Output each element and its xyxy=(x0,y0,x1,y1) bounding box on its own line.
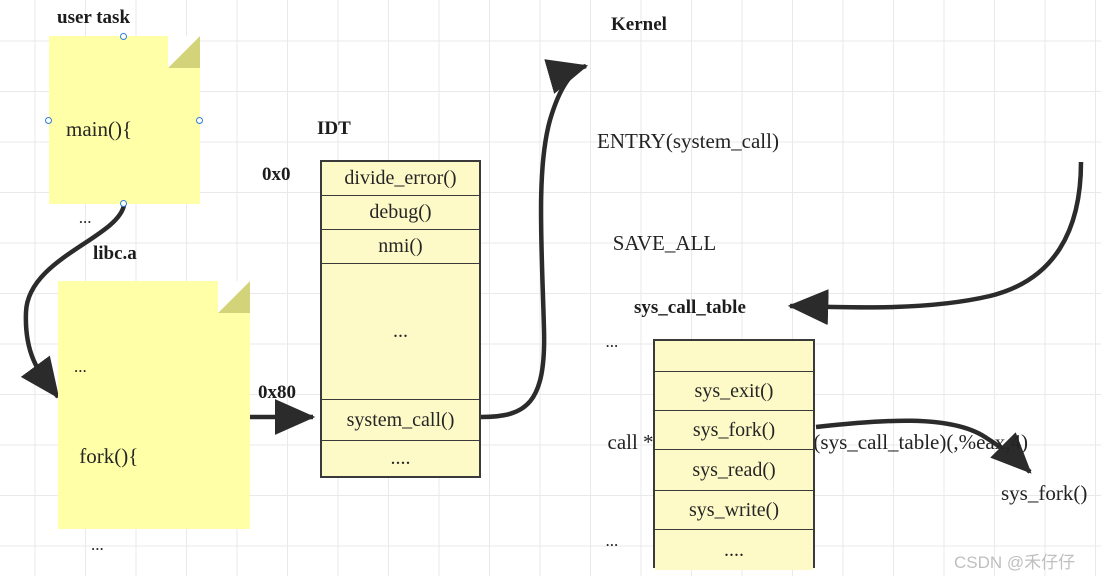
resize-handle-right[interactable] xyxy=(196,117,203,124)
note-libca-body: ... fork(){ ... movl 2 %eax int $0x80 ..… xyxy=(74,293,206,576)
systable-row-sys-write[interactable]: sys_write() xyxy=(655,491,813,530)
resize-handle-left[interactable] xyxy=(45,117,52,124)
csdn-watermark: CSDN @禾仔仔 xyxy=(954,553,1076,572)
label-sys-fork-target: sys_fork() xyxy=(1001,481,1088,505)
arrow-idt-to-kernel xyxy=(480,59,589,420)
sys-call-table: sys_exit() sys_fork() sys_read() sys_wri… xyxy=(653,339,815,570)
note-line: ... xyxy=(74,356,87,376)
systable-row-sys-fork[interactable]: sys_fork() xyxy=(655,411,813,450)
kernel-code-line: ENTRY(system_call) xyxy=(597,129,779,154)
note-line: main(){ xyxy=(66,116,133,141)
systable-row-sys-exit[interactable]: sys_exit() xyxy=(655,372,813,411)
kernel-code-line: ... xyxy=(597,531,619,551)
idt-row-system-call[interactable]: system_call() xyxy=(322,400,479,441)
resize-handle-top[interactable] xyxy=(120,33,127,40)
heading-sys-call-table: sys_call_table xyxy=(634,297,746,318)
systable-row-sys-read[interactable]: sys_read() xyxy=(655,450,813,491)
kernel-code-line: ... xyxy=(597,332,619,352)
idt-address-0x80: 0x80 xyxy=(258,382,296,403)
note-line: fork(){ xyxy=(74,444,139,469)
idt-row-ellipsis[interactable]: ... xyxy=(322,264,479,400)
idt-row-nmi[interactable]: nmi() xyxy=(322,230,479,264)
kernel-code-line: SAVE_ALL xyxy=(597,231,717,256)
note-fold-mask-icon xyxy=(168,36,200,68)
idt-table: divide_error() debug() nmi() ... system_… xyxy=(320,160,481,478)
heading-kernel: Kernel xyxy=(611,14,667,35)
resize-handle-bottom[interactable] xyxy=(120,200,127,207)
note-fold-mask-icon xyxy=(218,281,250,313)
note-line: ... xyxy=(66,208,92,228)
systable-row-empty[interactable] xyxy=(655,341,813,372)
note-user-task[interactable]: main(){ ... fork(); ... } xyxy=(49,36,200,496)
idt-row-debug[interactable]: debug() xyxy=(322,196,479,230)
idt-address-0x0: 0x0 xyxy=(262,164,291,185)
note-libca[interactable]: ... fork(){ ... movl 2 %eax int $0x80 ..… xyxy=(58,281,250,554)
idt-row-ellipsis-bottom[interactable]: .... xyxy=(322,441,479,476)
heading-user-task: user task xyxy=(57,7,131,28)
idt-row-divide-error[interactable]: divide_error() xyxy=(322,162,479,196)
note-line: ... xyxy=(74,535,104,555)
heading-idt: IDT xyxy=(317,118,351,139)
heading-libca: libc.a xyxy=(93,243,137,264)
systable-row-ellipsis[interactable]: .... xyxy=(655,530,813,570)
